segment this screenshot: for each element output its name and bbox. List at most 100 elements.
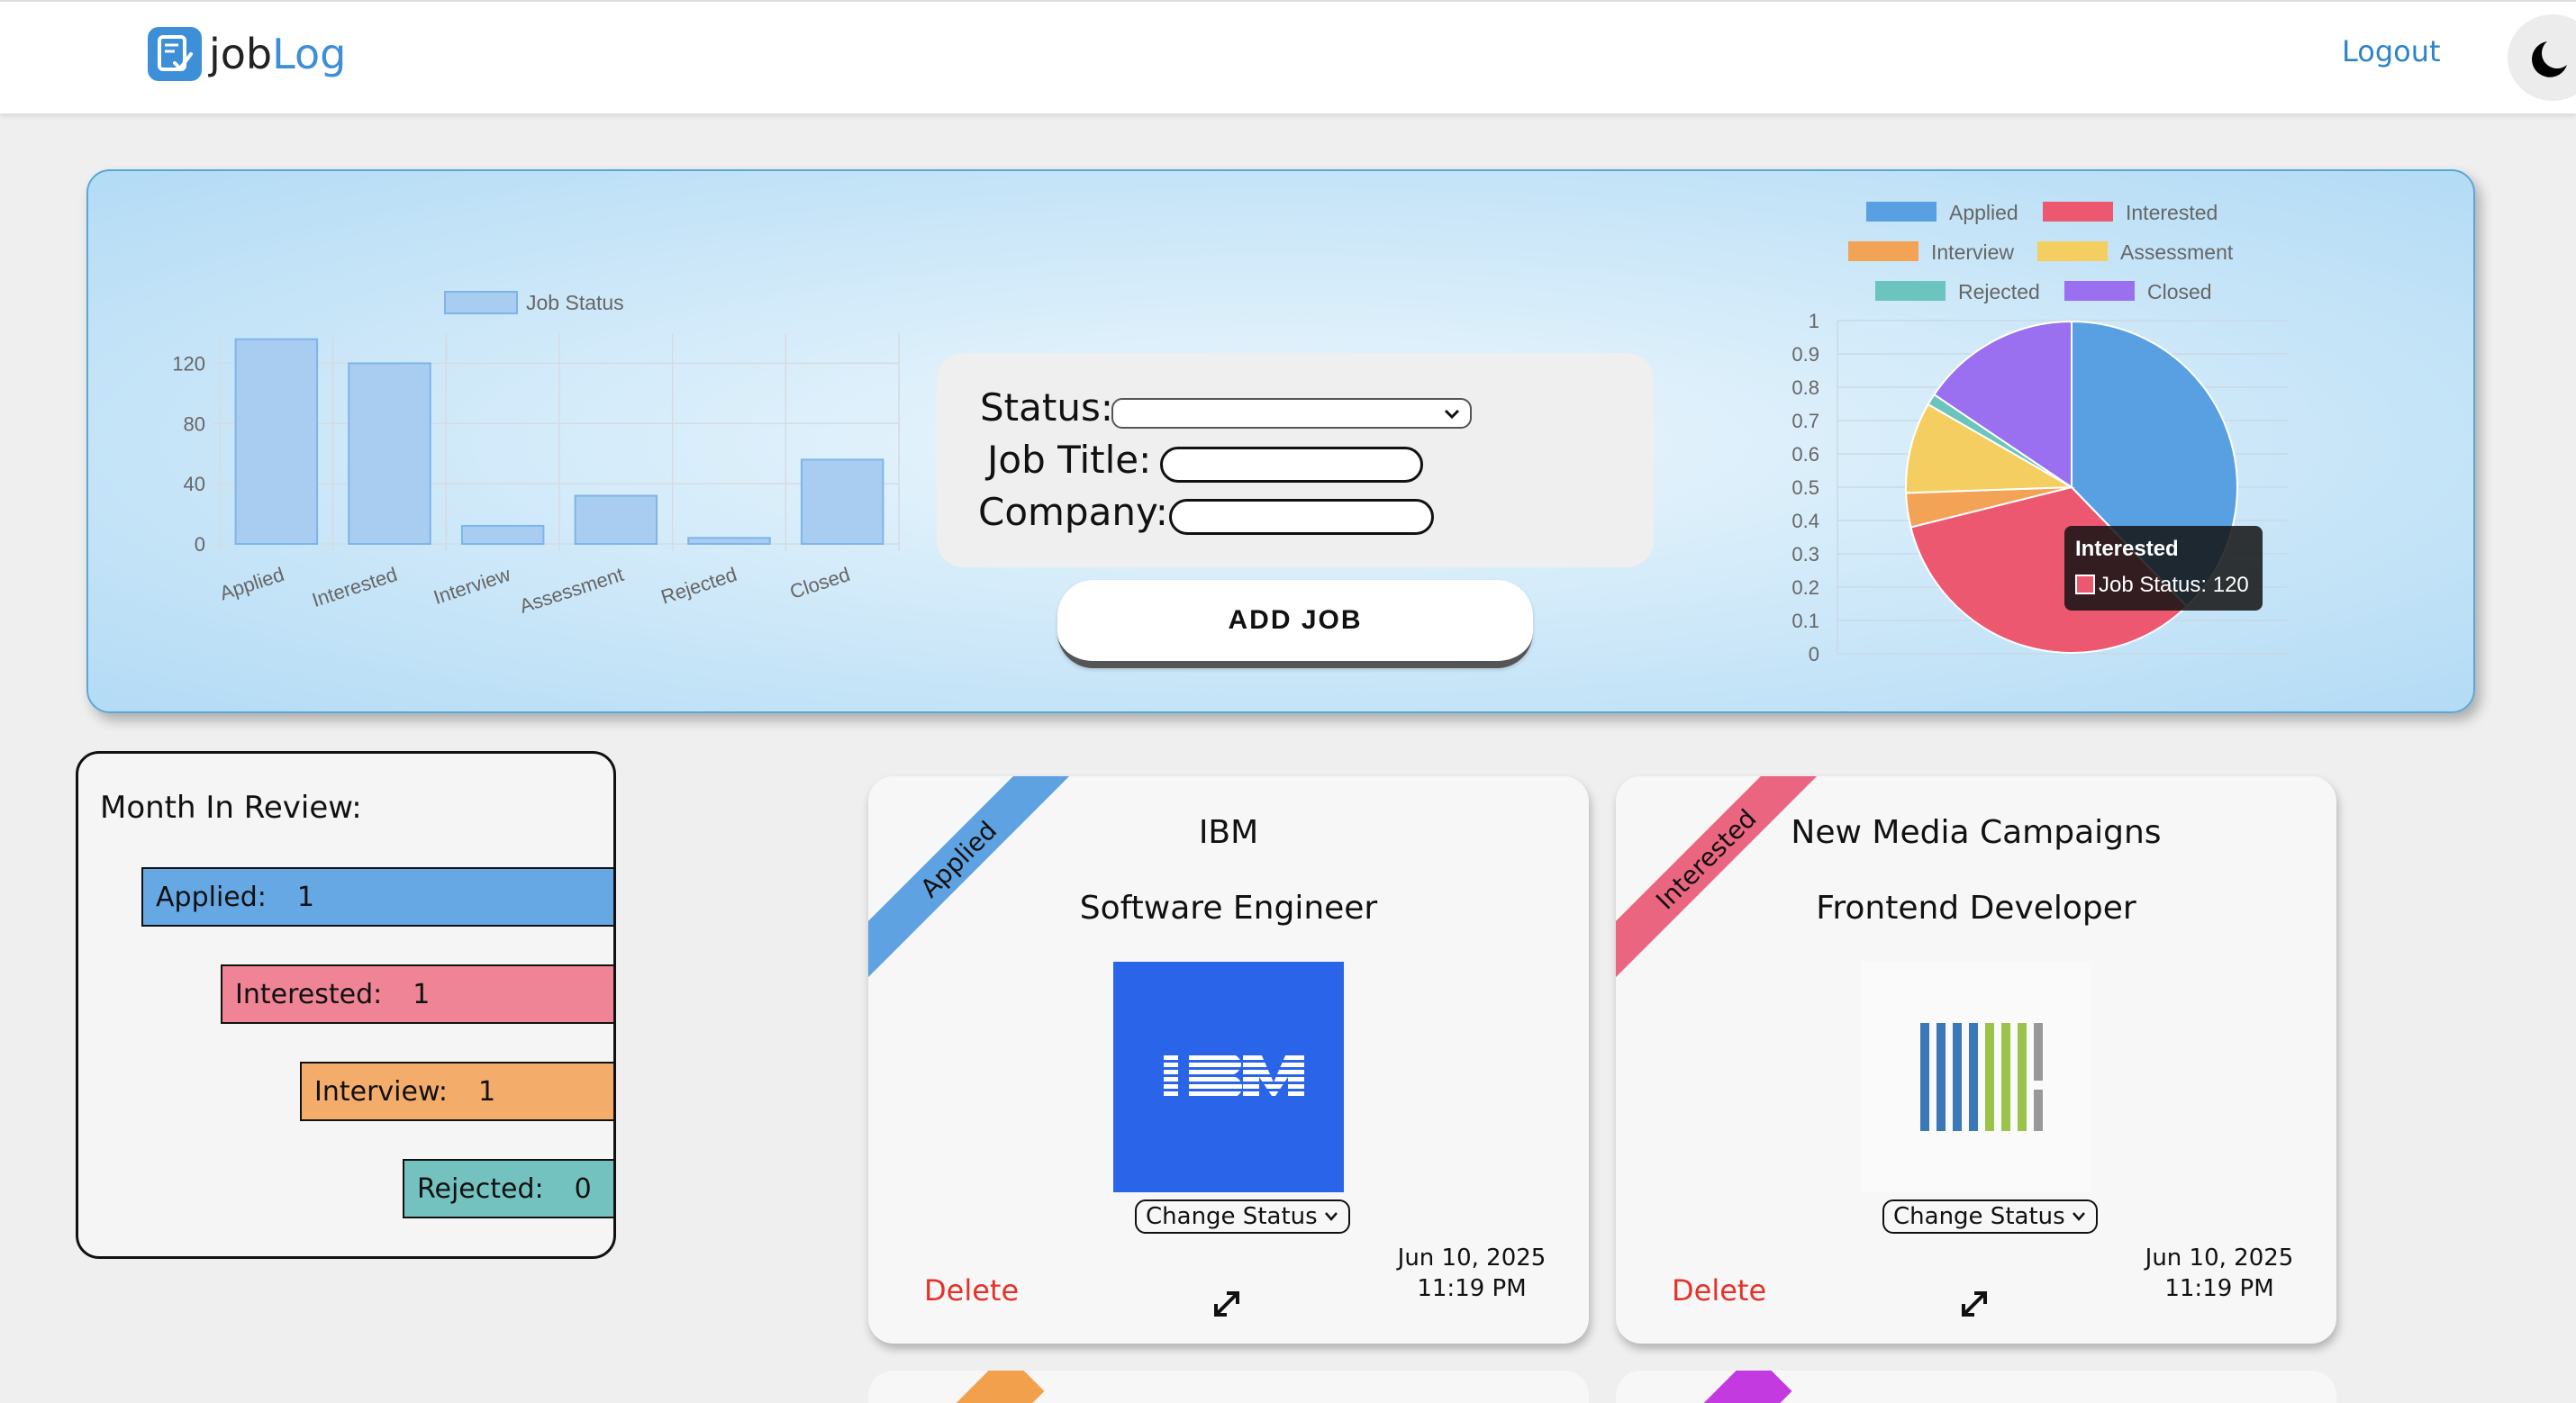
job-card[interactable]: Applied IBM Software Engineer Change Sta… [868,776,1589,1344]
job-card[interactable]: Interested New Media Campaigns Frontend … [1616,776,2336,1344]
job-title-label: Job Title: [987,438,1152,482]
expand-icon[interactable] [1956,1286,1992,1322]
pie-legend-swatch [1866,202,1937,222]
bar-y-tick: 0 [195,533,205,556]
pie-legend-label: Interested [2126,201,2218,224]
status-ribbon: Applied [868,776,1081,982]
tooltip-swatch [2075,575,2095,594]
bar-y-tick: 120 [172,352,205,375]
change-status-select[interactable]: Change Status [1882,1199,2098,1234]
bar-x-tick: Interested [309,563,400,611]
bar-legend-swatch [444,291,518,314]
pie-legend-swatch [2037,241,2108,261]
pie-axis-tick: 0.8 [1791,376,1819,399]
theme-toggle-button[interactable] [2508,14,2576,101]
month-row-count: 0 [574,1172,592,1205]
chevron-down-icon [2072,1212,2085,1221]
change-status-label: Change Status [1893,1203,2065,1230]
pie-axis-tick: 0.9 [1791,343,1819,366]
bar-x-tick: Closed [787,563,853,603]
chevron-down-icon [1444,409,1460,420]
job-title-input[interactable] [1160,447,1423,483]
card-date-time: 11:19 PM [1417,1275,1527,1302]
month-in-review-panel: Month In Review: Applied:1 Interested:1 … [76,751,616,1259]
joblog-logo-icon[interactable] [148,27,202,81]
add-job-button[interactable]: ADD JOB [1057,580,1533,668]
pie-axis-tick: 0.7 [1791,410,1819,432]
expand-icon[interactable] [1209,1286,1245,1322]
card-job-title: Software Engineer [1079,890,1378,927]
card-company: New Media Campaigns [1791,814,2162,851]
bar-y-tick: 80 [184,412,205,435]
pie-slice-assessment [1905,403,2075,494]
pie-legend-swatch [2043,202,2113,222]
status-ribbon-partial [955,1371,1045,1403]
job-card-partial[interactable] [868,1371,1589,1403]
change-status-label: Change Status [1146,1203,1318,1230]
status-select[interactable] [1111,398,1472,429]
delete-button[interactable]: Delete [1672,1273,1767,1308]
pie-legend-swatch [1875,281,1946,301]
pie-axis-tick: 0 [1809,643,1819,665]
pie-axis-tick: 0.3 [1791,543,1819,566]
pie-legend-label: Applied [1949,201,2018,224]
pie-slice-closed [1933,320,2073,489]
delete-button[interactable]: Delete [924,1273,1020,1308]
app-name-part2: Log [272,30,347,78]
app-name[interactable]: jobLog [209,23,346,85]
card-date-time: 11:19 PM [2164,1275,2274,1302]
bar-assessment [574,494,658,545]
bar-x-tick: Assessment [517,563,627,618]
card-company: IBM [1198,814,1259,851]
bar-rejected [687,537,771,546]
logout-link[interactable]: Logout [2342,34,2441,68]
bar-applied [234,338,319,545]
pie-slice-interested [1909,485,2189,654]
pie-legend-label: Interview [1931,240,2014,264]
bar-interview [460,524,545,546]
bar-x-tick: Rejected [658,563,739,609]
pie-legend-label: Closed [2147,280,2212,303]
bar-interested [348,362,431,545]
month-row-count: 1 [296,881,314,913]
company-input[interactable] [1169,499,1434,535]
job-card-partial[interactable] [1616,1371,2336,1403]
nmc-logo [1861,962,2091,1192]
pie-tooltip: Interested Job Status: 120 [2064,526,2263,611]
month-row-label: Interview: [314,1075,448,1108]
status-label: Status: [980,385,1113,430]
month-review-title: Month In Review: [100,790,362,826]
month-row-interested: Interested:1 [221,964,613,1024]
card-date: Jun 10, 2025 11:19 PM [1391,1243,1553,1304]
pie-legend-swatch [1848,241,1918,261]
bar-legend-label: Job Status [526,291,624,314]
moon-icon [2531,41,2567,77]
month-row-label: Rejected: [417,1172,544,1205]
pie-axis-tick: 1 [1809,310,1819,332]
month-row-count: 1 [413,978,431,1010]
top-nav [0,0,2576,113]
month-row-applied: Applied: 1 [141,867,613,927]
pie-axis-tick: 0.6 [1791,443,1819,466]
company-label: Company: [978,490,1168,534]
pie-axis-tick: 0.1 [1791,610,1819,632]
card-date-day: Jun 10, 2025 [1397,1245,1547,1272]
status-ribbon: Interested [1616,776,1828,982]
change-status-select[interactable]: Change Status [1135,1199,1350,1234]
pie-legend-label: Assessment [2120,240,2234,264]
pie-legend-label: Rejected [1958,280,2040,303]
bar-x-tick: Applied [217,563,287,604]
chevron-down-icon [1324,1212,1338,1221]
bar-x-tick: Interview [431,563,513,609]
card-job-title: Frontend Developer [1816,890,2136,927]
month-row-rejected: Rejected: 0 [403,1159,613,1218]
pie-axis-tick: 0.5 [1791,476,1819,499]
month-row-count: 1 [477,1075,496,1108]
month-row-interview: Interview: 1 [300,1062,613,1121]
ibm-logo [1113,962,1344,1192]
month-row-label: Applied: [156,881,267,913]
add-job-form: Status: Job Title: Company: [937,353,1654,567]
